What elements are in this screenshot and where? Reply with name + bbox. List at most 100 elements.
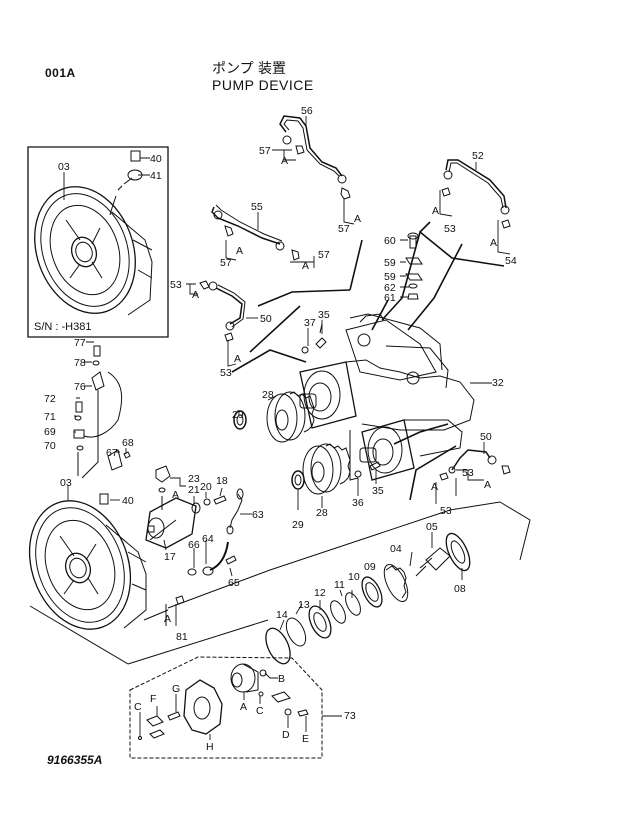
callout-57-a[interactable]: 57	[259, 145, 271, 157]
callout-14[interactable]: 14	[276, 609, 288, 621]
callout-a-3[interactable]: A	[236, 245, 244, 257]
inset-pump-housing	[18, 173, 153, 328]
callout-c-right[interactable]: C	[256, 705, 264, 717]
callout-64[interactable]: 64	[202, 533, 214, 545]
coupling-kit-frame	[130, 657, 322, 758]
callout-28-lower[interactable]: 28	[316, 507, 328, 519]
callout-53-b[interactable]: 53	[170, 279, 182, 291]
pipe-55	[212, 205, 299, 260]
callout-67[interactable]: 67	[106, 447, 118, 459]
callout-78[interactable]: 78	[74, 357, 86, 369]
gear-28-lower	[303, 444, 350, 494]
callout-50-upper[interactable]: 50	[260, 313, 272, 325]
shaft-bearing-group	[261, 530, 475, 667]
pipe-52	[442, 160, 510, 228]
callout-h[interactable]: H	[206, 741, 214, 753]
callout-50-lower[interactable]: 50	[480, 431, 492, 443]
main-pump-32	[300, 314, 474, 480]
small-parts-18-21	[192, 496, 226, 513]
callout-18[interactable]: 18	[216, 475, 228, 487]
callout-70[interactable]: 70	[44, 440, 56, 452]
callout-17[interactable]: 17	[164, 551, 176, 563]
callout-a-1[interactable]: A	[281, 155, 289, 167]
seal-29-upper	[234, 411, 246, 429]
detail-group-outlines	[232, 222, 504, 500]
callout-62[interactable]: 62	[384, 282, 396, 294]
callout-a-12[interactable]: A	[431, 481, 439, 493]
callout-e[interactable]: E	[302, 733, 310, 745]
callout-29-lower[interactable]: 29	[292, 519, 304, 531]
callout-08[interactable]: 08	[454, 583, 466, 595]
callout-a-7[interactable]: A	[192, 289, 200, 301]
callout-21[interactable]: 21	[188, 484, 200, 496]
callout-32[interactable]: 32	[492, 377, 504, 389]
callout-57-b[interactable]: 57	[338, 223, 350, 235]
callout-59-b[interactable]: 59	[384, 271, 396, 283]
callout-a-6[interactable]: A	[490, 237, 498, 249]
callout-23[interactable]: 23	[188, 473, 200, 485]
callout-54[interactable]: 54	[505, 255, 517, 267]
callout-61[interactable]: 61	[384, 292, 396, 304]
callout-a-11[interactable]: A	[484, 479, 492, 491]
callout-57-d[interactable]: 57	[318, 249, 330, 261]
seal-29-lower	[292, 471, 304, 489]
callout-53-c[interactable]: 53	[220, 367, 232, 379]
callout-29-upper[interactable]: 29	[232, 409, 244, 421]
callout-28-upper[interactable]: 28	[262, 389, 274, 401]
callout-09[interactable]: 09	[364, 561, 376, 573]
callout-40[interactable]: 40	[122, 495, 134, 507]
page-title-japanese: ポンプ 装置	[212, 61, 287, 77]
callout-a[interactable]: A	[240, 701, 248, 713]
callout-40-inset[interactable]: 40	[150, 153, 162, 165]
gear-28-upper	[267, 392, 314, 442]
callout-68[interactable]: 68	[122, 437, 134, 449]
callout-03[interactable]: 03	[60, 477, 72, 489]
callout-56[interactable]: 56	[301, 105, 313, 117]
callout-11[interactable]: 11	[334, 579, 345, 591]
callout-a-9[interactable]: A	[172, 489, 180, 501]
callout-63[interactable]: 63	[252, 509, 264, 521]
callout-59-a[interactable]: 59	[384, 257, 396, 269]
callout-35-upper[interactable]: 35	[318, 309, 330, 321]
callout-a-8[interactable]: A	[234, 353, 242, 365]
callout-72[interactable]: 72	[44, 393, 56, 405]
callout-36[interactable]: 36	[352, 497, 364, 509]
callout-12[interactable]: 12	[314, 587, 326, 599]
callout-65[interactable]: 65	[228, 577, 240, 589]
callout-60[interactable]: 60	[384, 235, 396, 247]
callout-13[interactable]: 13	[298, 599, 310, 611]
bracket-67	[108, 450, 130, 470]
callout-03-inset[interactable]: 03	[58, 161, 70, 173]
callout-69[interactable]: 69	[44, 426, 56, 438]
callout-53-a[interactable]: 53	[444, 223, 456, 235]
callout-55[interactable]: 55	[251, 201, 263, 213]
callout-53-d[interactable]: 53	[462, 467, 474, 479]
callout-f[interactable]: F	[150, 693, 157, 705]
callout-d[interactable]: D	[282, 729, 290, 741]
callout-81[interactable]: 81	[176, 631, 188, 643]
callout-a-4[interactable]: A	[302, 260, 310, 272]
drawing-number: 9166355A	[47, 753, 103, 767]
callout-76[interactable]: 76	[74, 381, 86, 393]
callout-b[interactable]: B	[278, 673, 286, 685]
callout-a-10[interactable]: A	[164, 613, 172, 625]
callout-04[interactable]: 04	[390, 543, 402, 555]
callout-10[interactable]: 10	[348, 571, 360, 583]
callout-77[interactable]: 77	[74, 337, 86, 349]
callout-66[interactable]: 66	[188, 539, 200, 551]
callout-35-lower[interactable]: 35	[372, 485, 384, 497]
callout-a-2[interactable]: A	[354, 213, 362, 225]
callout-05[interactable]: 05	[426, 521, 438, 533]
callout-a-5[interactable]: A	[432, 205, 440, 217]
callout-20[interactable]: 20	[200, 481, 212, 493]
callout-37[interactable]: 37	[304, 317, 316, 329]
callout-41[interactable]: 41	[150, 170, 162, 182]
callout-g[interactable]: G	[172, 683, 181, 695]
callout-73[interactable]: 73	[344, 710, 356, 722]
callout-52[interactable]: 52	[472, 150, 484, 162]
callout-57-c[interactable]: 57	[220, 257, 232, 269]
callout-71[interactable]: 71	[44, 411, 56, 423]
callout-53-e[interactable]: 53	[440, 505, 452, 517]
callout-c-left[interactable]: C	[134, 701, 142, 713]
